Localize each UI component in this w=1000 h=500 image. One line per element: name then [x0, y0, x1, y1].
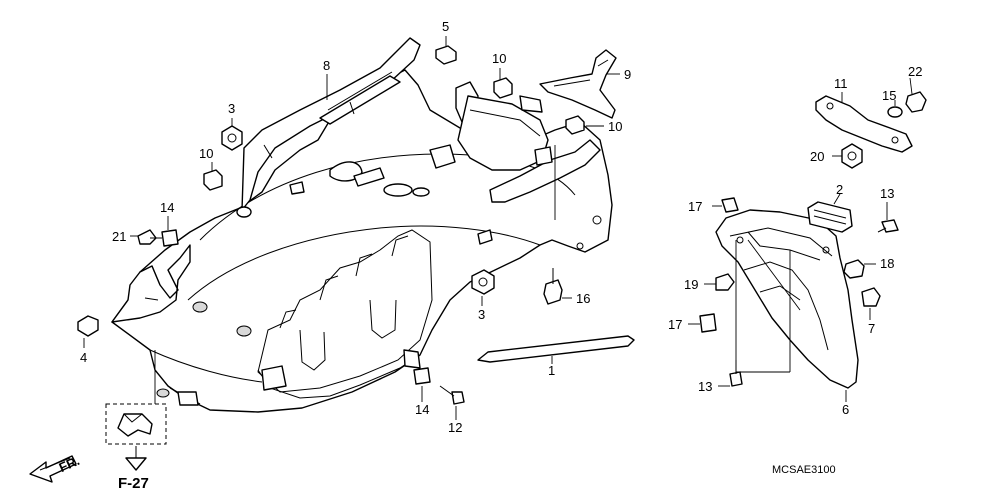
callout-18: 18 [880, 256, 894, 271]
callout-numbers: 1 2 3 3 4 5 6 7 8 9 10 10 10 11 12 13 13… [80, 19, 922, 435]
callout-21: 21 [112, 229, 126, 244]
rod-part-1 [477, 335, 635, 363]
license-bracket-assembly [699, 91, 927, 389]
callout-3-lower: 3 [478, 307, 485, 322]
callout-3-upper: 3 [228, 101, 235, 116]
leader-lines [83, 36, 913, 420]
callout-14-lower: 14 [415, 402, 429, 417]
callout-10-top: 10 [492, 51, 506, 66]
callout-19: 19 [684, 277, 698, 292]
callout-16: 16 [576, 291, 590, 306]
callout-15: 15 [882, 88, 896, 103]
callout-22: 22 [908, 64, 922, 79]
callout-6: 6 [842, 402, 849, 417]
callout-10-left: 10 [199, 146, 213, 161]
callout-13-bottom: 13 [698, 379, 712, 394]
reference-label: F-27 [118, 475, 149, 492]
callout-13-top: 13 [880, 186, 894, 201]
callout-1: 1 [548, 363, 555, 378]
front-direction-arrow [29, 455, 77, 483]
callout-17-top: 17 [688, 199, 702, 214]
diagram-code: MCSAE3100 [772, 464, 836, 476]
callout-11: 11 [834, 76, 848, 91]
reference-detail [105, 350, 167, 471]
callout-7: 7 [868, 321, 875, 336]
callout-8: 8 [323, 58, 330, 73]
callout-10-right: 10 [608, 119, 622, 134]
callout-12: 12 [448, 420, 462, 435]
callout-9: 9 [624, 67, 631, 82]
callout-14-left: 14 [160, 200, 174, 215]
callout-20: 20 [810, 149, 824, 164]
callout-4: 4 [80, 350, 87, 365]
fastener-cluster-left [77, 45, 585, 405]
side-rail-part-8 [236, 37, 421, 218]
callout-17-bottom: 17 [668, 317, 682, 332]
strap-part-9 [539, 49, 617, 119]
callout-2: 2 [836, 182, 843, 197]
callout-5: 5 [442, 19, 449, 34]
fender-inner-frame [429, 81, 601, 203]
front-arrow-label: FR. [57, 453, 82, 475]
